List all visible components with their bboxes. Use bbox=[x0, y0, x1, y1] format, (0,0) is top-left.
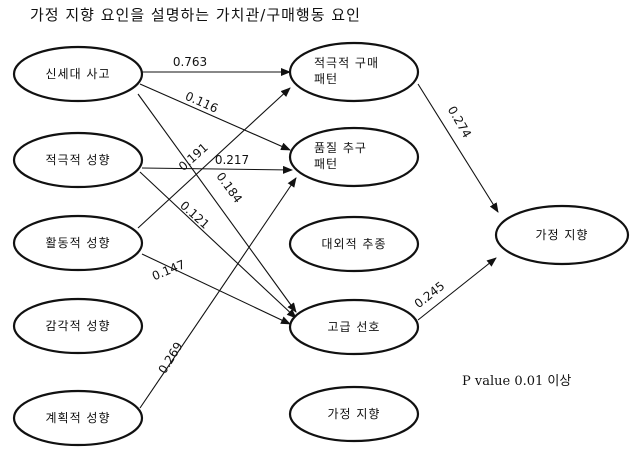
node-label: 가정 지향 bbox=[328, 407, 381, 421]
edge-arrow-sinsedae-to-gogeup bbox=[137, 93, 297, 313]
node-gamgak: 감각적 성향 bbox=[12, 297, 144, 355]
node-label: 신세대 사고 bbox=[45, 67, 110, 81]
node-ellipse bbox=[288, 298, 420, 356]
edge-arrow-gyehoek-to-pumjil bbox=[139, 177, 297, 409]
edge-coefficient-label: 0.147 bbox=[150, 257, 187, 283]
edges-layer bbox=[137, 68, 499, 409]
node-label: 활동적 성향 bbox=[45, 236, 110, 250]
node-ellipse bbox=[12, 214, 144, 272]
node-ellipse bbox=[12, 389, 144, 447]
node-ellipse bbox=[12, 297, 144, 355]
edge-coefficient-label: 0.245 bbox=[412, 279, 448, 311]
node-ellipse bbox=[12, 131, 144, 189]
node-ellipse bbox=[288, 126, 420, 188]
edge-arrow-jeokgeuk-seonghyang-to-gogeup bbox=[139, 171, 297, 319]
node-ellipse bbox=[288, 215, 420, 273]
node-gogeup: 고급 선호 bbox=[288, 298, 420, 356]
node-daeoe: 대외적 추종 bbox=[288, 215, 420, 273]
node-label: 고급 선호 bbox=[328, 320, 381, 334]
node-label: 적극적 성향 bbox=[45, 153, 110, 167]
node-label: 가정 지향 bbox=[536, 228, 589, 242]
node-jeokgeuk-seonghyang: 적극적 성향 bbox=[12, 131, 144, 189]
edge-arrow-gogeup-to-gajeong-right bbox=[417, 257, 497, 321]
node-label: 감각적 성향 bbox=[45, 319, 110, 333]
edge-coefficient-label: 0.217 bbox=[215, 153, 249, 167]
edge-arrow-jeokgeuk-gumae-to-gajeong-right bbox=[417, 83, 499, 213]
significance-note: P value 0.01 이상 bbox=[462, 374, 572, 389]
node-label: 품질 추구 bbox=[314, 141, 367, 155]
node-gajeong-right: 가정 지향 bbox=[494, 204, 630, 266]
edge-arrow-hwaldong-to-gogeup bbox=[141, 253, 291, 325]
edge-arrow-hwaldong-to-jeokgeuk-gumae bbox=[137, 87, 291, 229]
edge-arrow-sinsedae-to-pumjil bbox=[139, 83, 291, 151]
edge-coefficient-label: 0.763 bbox=[173, 55, 207, 69]
node-hwaldong: 활동적 성향 bbox=[12, 214, 144, 272]
node-sinsedae: 신세대 사고 bbox=[12, 45, 144, 103]
edge-coefficient-label: 0.184 bbox=[213, 170, 245, 206]
node-label: 대외적 추종 bbox=[321, 237, 386, 251]
node-label: 패턴 bbox=[314, 157, 338, 171]
edge-coefficient-label: 0.121 bbox=[177, 198, 212, 231]
node-ellipse bbox=[12, 45, 144, 103]
edge-coefficient-label: 0.269 bbox=[156, 340, 186, 377]
node-label: 계획적 성향 bbox=[45, 411, 110, 425]
node-ellipse bbox=[494, 204, 630, 266]
diagram-title: 가정 지향 요인을 설명하는 가치관/구매행동 요인 bbox=[30, 6, 361, 24]
node-gajeong-mid: 가정 지향 bbox=[288, 385, 420, 443]
node-ellipse bbox=[288, 385, 420, 443]
edge-arrow-jeokgeuk-seonghyang-to-pumjil bbox=[141, 165, 293, 174]
node-gyehoek: 계획적 성향 bbox=[12, 389, 144, 447]
node-ellipse bbox=[288, 41, 420, 103]
node-label: 적극적 구매 bbox=[314, 56, 379, 70]
node-label: 패턴 bbox=[314, 72, 338, 86]
